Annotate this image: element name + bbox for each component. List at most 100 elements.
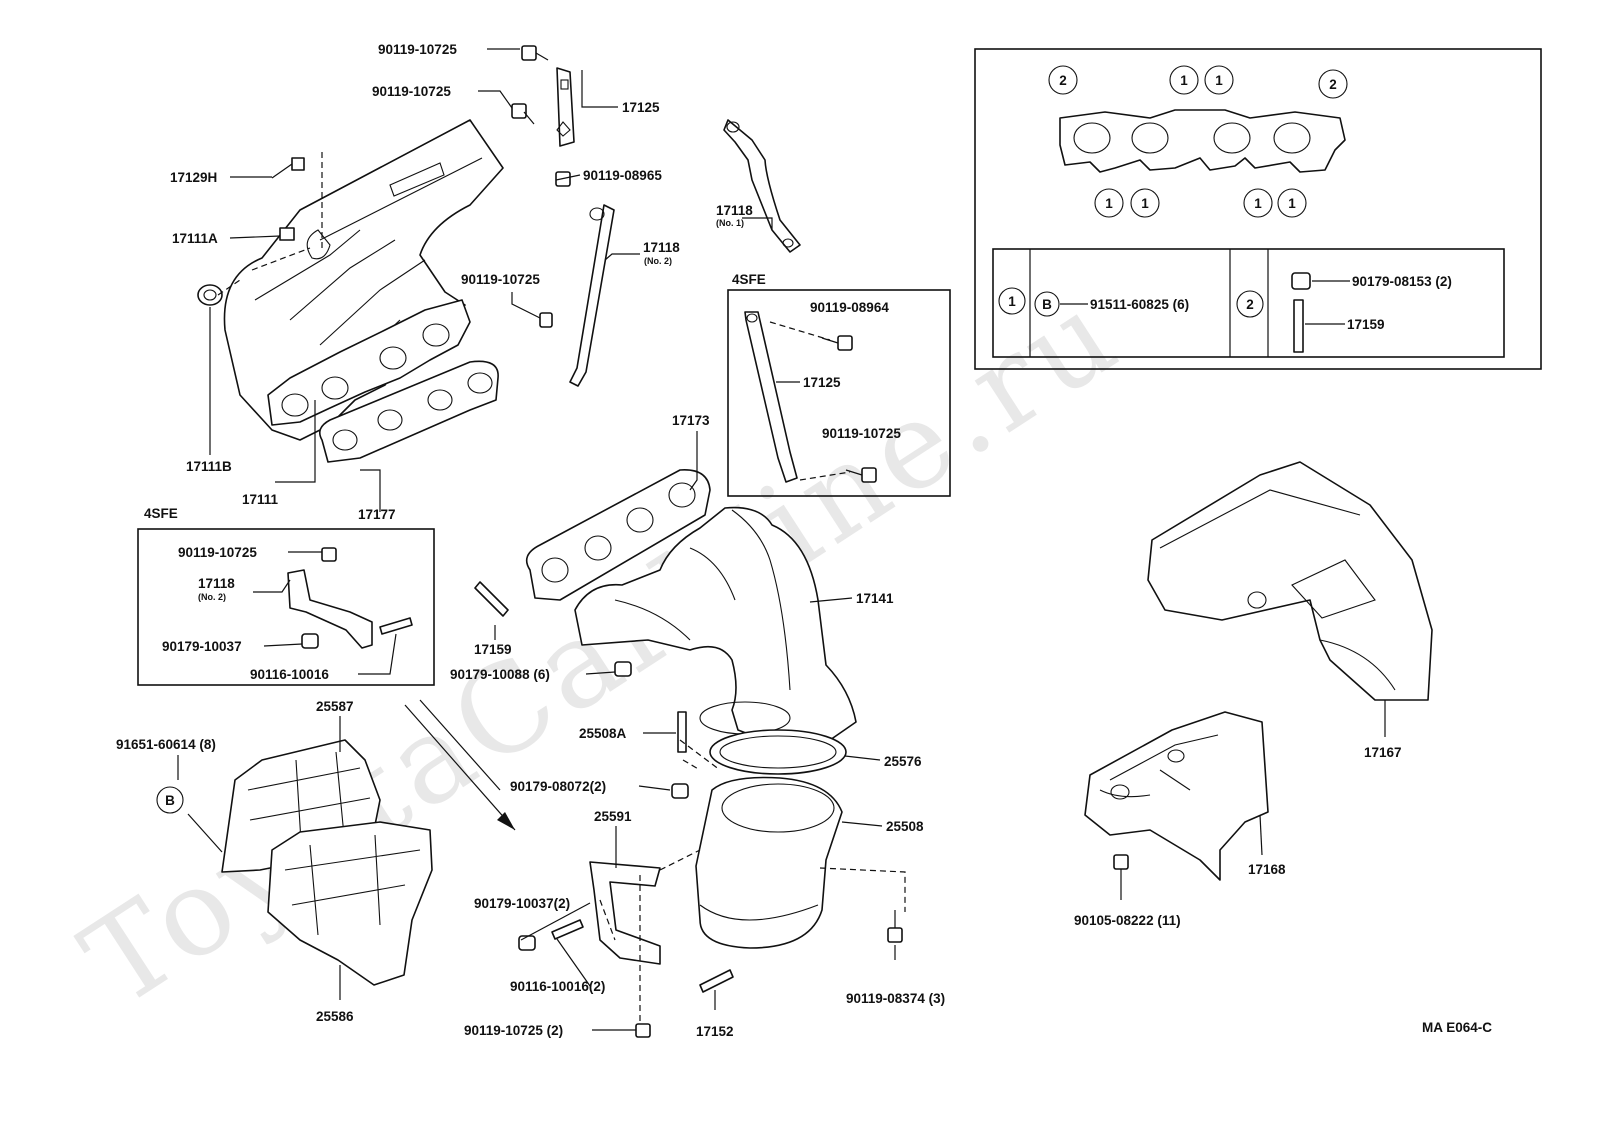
part-label: 90119-10725 — [372, 84, 451, 99]
part-label: 17177 — [358, 507, 396, 522]
fastener-table — [992, 248, 1505, 358]
part-label-sub: (No. 2) — [644, 256, 672, 266]
circle-label: 1 — [1105, 196, 1113, 211]
table-circle-2: 2 — [1246, 297, 1254, 312]
part-label: 17152 — [696, 1024, 734, 1039]
stay-17118-no2-4sfe — [287, 569, 373, 649]
circle-label: 2 — [1329, 77, 1337, 92]
part-label: 17168 — [1248, 862, 1286, 877]
catalytic-converter-25508 — [695, 776, 843, 949]
part-label: 90116-10016(2) — [510, 979, 605, 994]
part-label: 17125 — [803, 375, 841, 390]
circle-label: 1 — [1254, 196, 1262, 211]
table-circle-1: 1 — [1008, 294, 1016, 309]
part-label: 25587 — [316, 699, 354, 714]
table-circle-b: B — [1042, 297, 1052, 312]
part-label: 17111B — [186, 459, 232, 474]
bracket-25591 — [589, 861, 661, 965]
part-label: 17118 — [716, 203, 753, 218]
part-label: 90116-10016 — [250, 667, 329, 682]
circle-label: 1 — [1180, 73, 1188, 88]
part-label: 17111A — [172, 231, 218, 246]
part-label: 90105-08222 (11) — [1074, 913, 1181, 928]
gasket-17173 — [525, 469, 711, 601]
part-label: 90179-10037 — [162, 639, 242, 654]
part-label: 25508A — [579, 726, 627, 741]
part-label: 90119-10725 — [461, 272, 540, 287]
bolt-icon — [271, 45, 571, 328]
heat-insulator-25586 — [267, 821, 433, 986]
part-label: 90119-10725 (2) — [464, 1023, 563, 1038]
gasket-17111b — [197, 284, 223, 306]
circle-label: 2 — [1059, 73, 1067, 88]
inset-gasket-bolt-table — [974, 48, 1542, 370]
part-label-sub: (No. 2) — [198, 592, 226, 602]
part-label: 91651-60614 (8) — [116, 737, 216, 752]
drawing-code: MA E064-C — [1422, 1020, 1492, 1035]
part-label: 90119-10725 — [178, 545, 257, 560]
part-label: 17129H — [170, 170, 217, 185]
part-label: 25576 — [884, 754, 922, 769]
inset-4sfe-left — [137, 528, 435, 686]
part-label: 17125 — [622, 100, 660, 115]
part-label-sub: (No. 1) — [716, 218, 744, 228]
stud-icon — [379, 617, 413, 635]
table-bolt-label: 91511-60825 (6) — [1090, 297, 1189, 312]
part-label: 90119-10725 — [822, 426, 901, 441]
part-label: 17173 — [672, 413, 710, 428]
bolt-icon — [861, 467, 877, 483]
circle-label: 1 — [1215, 73, 1223, 88]
nut-icon — [614, 661, 632, 677]
direction-arrow — [404, 704, 516, 831]
bolt-icon — [635, 1023, 651, 1038]
nut-icon — [518, 935, 536, 951]
table-stud-label: 17159 — [1347, 317, 1385, 332]
table-nut-label: 90179-08153 (2) — [1352, 274, 1452, 289]
bolt-icon — [887, 927, 903, 943]
nut-icon — [1291, 272, 1311, 290]
bracket-17125 — [556, 67, 575, 147]
part-label: 90179-10037(2) — [474, 896, 570, 911]
part-label: 25591 — [594, 809, 632, 824]
stud-icon — [551, 919, 584, 940]
stay-17118-no1 — [723, 119, 801, 253]
inset-4sfe-right — [727, 289, 951, 497]
bolt-icon — [837, 335, 853, 351]
bolt-icon — [321, 547, 337, 562]
part-label: 90119-08374 (3) — [846, 991, 945, 1006]
stud-icon — [677, 711, 687, 753]
leader-lines — [177, 48, 1386, 1031]
b-circle-label: B — [165, 793, 175, 808]
part-label: 17141 — [856, 591, 894, 606]
nut-icon — [671, 783, 689, 799]
part-label: 90179-08072(2) — [510, 779, 606, 794]
part-label: 90119-10725 — [378, 42, 457, 57]
nut-icon — [301, 633, 319, 649]
gasket-inset-diagram — [1059, 109, 1346, 173]
part-label: 17167 — [1364, 745, 1402, 760]
stud-icon — [699, 969, 734, 993]
part-label: 90179-10088 (6) — [450, 667, 550, 682]
gasket-25576 — [709, 729, 847, 775]
part-label: 4SFE — [144, 506, 178, 521]
part-label: 25508 — [886, 819, 924, 834]
part-label: 25586 — [316, 1009, 354, 1024]
b-circle-icon — [156, 786, 184, 814]
part-label: 90119-08965 — [583, 168, 662, 183]
part-label: 90119-08964 — [810, 300, 889, 315]
exhaust-manifold-17141 — [574, 506, 857, 747]
part-label: 4SFE — [732, 272, 766, 287]
part-label: 17111 — [242, 492, 279, 507]
gasket-17177 — [319, 360, 499, 463]
heat-insulator-17168 — [1084, 711, 1269, 881]
part-label: 17118 — [643, 240, 680, 255]
exhaust-manifold-17111 — [223, 119, 504, 441]
stay-17125-4sfe — [744, 311, 798, 483]
bolt-icon — [1113, 854, 1129, 870]
heat-insulator-17167 — [1147, 461, 1433, 701]
stud-icon — [474, 581, 509, 617]
part-label: 17159 — [474, 642, 512, 657]
circle-label: 1 — [1288, 196, 1296, 211]
circle-label: 1 — [1141, 196, 1149, 211]
